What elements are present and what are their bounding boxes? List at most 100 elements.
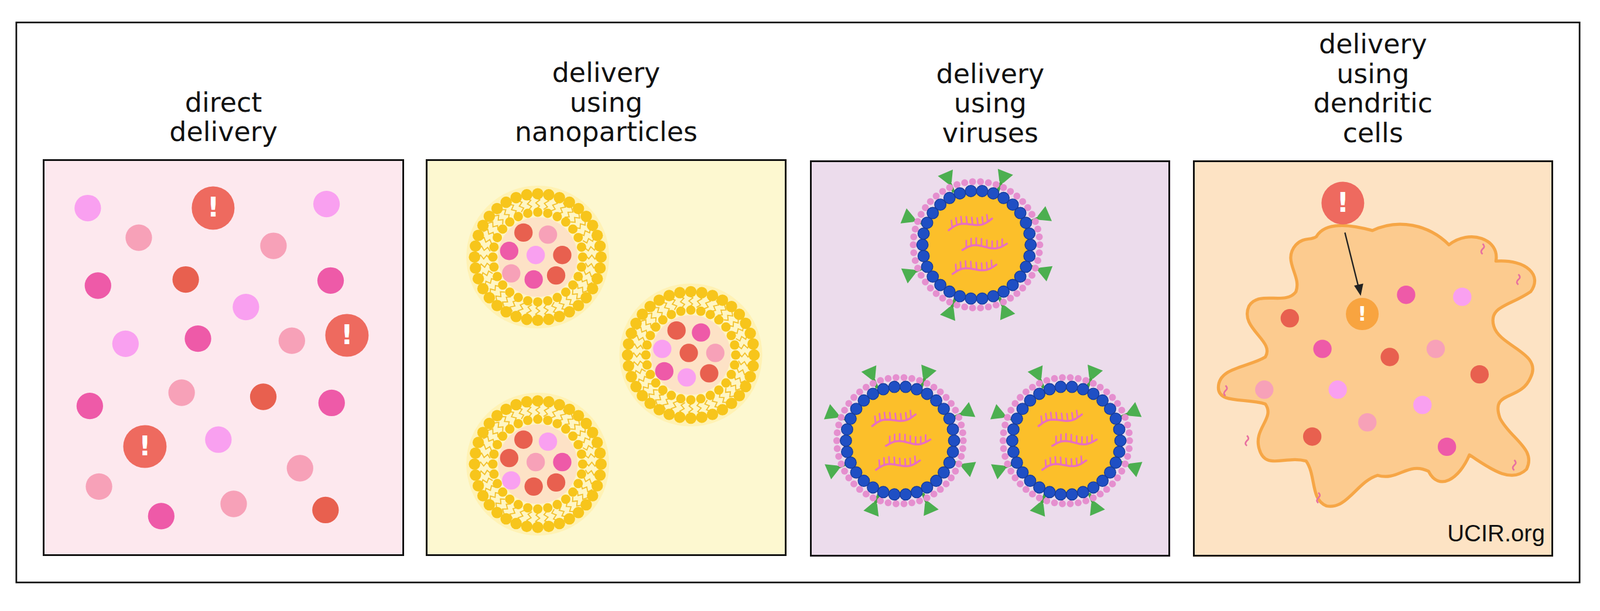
rna-base	[898, 433, 901, 441]
lipid-tail	[640, 319, 651, 328]
envelope-dot	[976, 304, 984, 312]
lipid-head	[748, 349, 761, 362]
rna-base	[990, 260, 993, 268]
rna-backbone	[885, 436, 931, 450]
lipid-head	[645, 370, 655, 380]
rna-base	[950, 220, 954, 228]
envelope-dot	[942, 394, 950, 402]
envelope-dot	[835, 453, 843, 461]
lipid-head	[469, 262, 482, 275]
lipid-head	[674, 286, 686, 299]
spike-head	[863, 503, 879, 518]
lipid-head	[532, 207, 543, 218]
envelope-dot	[884, 499, 892, 507]
lipid-tail	[564, 207, 573, 218]
capsid-bead	[1023, 250, 1036, 263]
envelope-dot	[1067, 374, 1075, 382]
rna-base	[1060, 413, 1064, 421]
spike-head	[861, 365, 877, 380]
rna-base	[959, 216, 963, 224]
antigen-dot	[112, 330, 139, 358]
rna-base	[976, 217, 980, 225]
envelope-dot	[1003, 460, 1011, 468]
lipid-head	[561, 287, 571, 297]
envelope-dot	[1031, 218, 1039, 226]
envelope-dot	[876, 377, 884, 385]
lipid-head	[568, 280, 578, 290]
lipid-head	[747, 338, 760, 351]
lipid-head	[563, 306, 576, 319]
lipid-head	[663, 289, 676, 302]
lipid-head	[492, 479, 502, 489]
rna-base	[1075, 410, 1079, 418]
lipid-head	[576, 469, 587, 480]
lipid-tail	[570, 420, 580, 430]
rna-base	[1055, 436, 1058, 444]
capsid-bead	[1113, 424, 1126, 436]
envelope-dot	[1051, 375, 1059, 383]
envelope-dot	[1001, 453, 1009, 461]
capsid-bead	[965, 185, 977, 198]
lipid-head	[729, 360, 740, 371]
lipid-head	[696, 411, 709, 424]
antigen-dot	[220, 490, 247, 518]
presented-peptide	[1316, 493, 1320, 504]
capsid-bead	[1077, 486, 1090, 499]
lipid-head	[504, 287, 515, 297]
envelope-dot	[917, 210, 925, 218]
envelope-dot	[1082, 377, 1090, 385]
envelope-dot	[840, 467, 849, 475]
lipid-head	[686, 395, 696, 405]
rna-base	[1044, 414, 1048, 422]
envelope-dot	[985, 179, 993, 187]
lipid-head	[468, 458, 481, 471]
lipid-head	[522, 208, 533, 218]
cargo-dot	[514, 223, 533, 242]
lipid-head	[675, 306, 686, 317]
antigen-dot	[85, 473, 112, 501]
lipid-head	[542, 189, 555, 201]
envelope-dot	[1125, 445, 1133, 453]
rna-backbone	[951, 261, 997, 278]
panel-box: delivery using nanoparticles	[425, 159, 788, 557]
rna-base	[975, 238, 977, 246]
rna-strand	[961, 233, 1008, 254]
envelope-dot	[1125, 429, 1133, 437]
rna-base	[883, 412, 887, 420]
lipid-head	[594, 262, 607, 275]
envelope-dot	[923, 494, 931, 502]
envelope-dot	[1051, 499, 1059, 507]
capsid-bead	[954, 187, 966, 200]
lipid-head	[552, 292, 562, 303]
outer-frame	[16, 22, 1580, 583]
antigen-alert: !	[192, 186, 235, 230]
lipid-head	[513, 500, 523, 510]
envelope-dot	[915, 377, 923, 385]
envelope-dot	[833, 445, 841, 453]
lipid-head	[513, 212, 523, 222]
presented-peptide	[1512, 460, 1516, 471]
cargo-dot	[667, 321, 686, 340]
envelope-dot	[961, 179, 969, 187]
lipid-tail	[487, 221, 498, 231]
envelope-dot	[914, 218, 922, 226]
envelope-dot	[957, 421, 965, 429]
antigen-dot	[312, 497, 339, 524]
cargo-dot	[538, 225, 557, 244]
lipid-head	[497, 487, 508, 498]
rna-base	[959, 262, 962, 270]
envelope-dot	[1016, 394, 1024, 402]
rna-base	[914, 437, 917, 445]
antigen-dot	[1396, 285, 1415, 304]
envelope-dot	[892, 500, 900, 508]
capsid-bead	[987, 290, 1000, 303]
panel-heading-holder: direct delivery	[44, 87, 403, 147]
envelope-dot	[1043, 377, 1051, 385]
envelope-dot	[959, 429, 967, 437]
lipid-head	[685, 412, 697, 425]
capsid-bead	[1113, 446, 1126, 458]
cargo-dot	[677, 368, 696, 387]
lipid-head	[625, 327, 638, 340]
panel-heading-holder: delivery using nanoparticles	[427, 57, 786, 147]
envelope-dot	[932, 192, 940, 200]
